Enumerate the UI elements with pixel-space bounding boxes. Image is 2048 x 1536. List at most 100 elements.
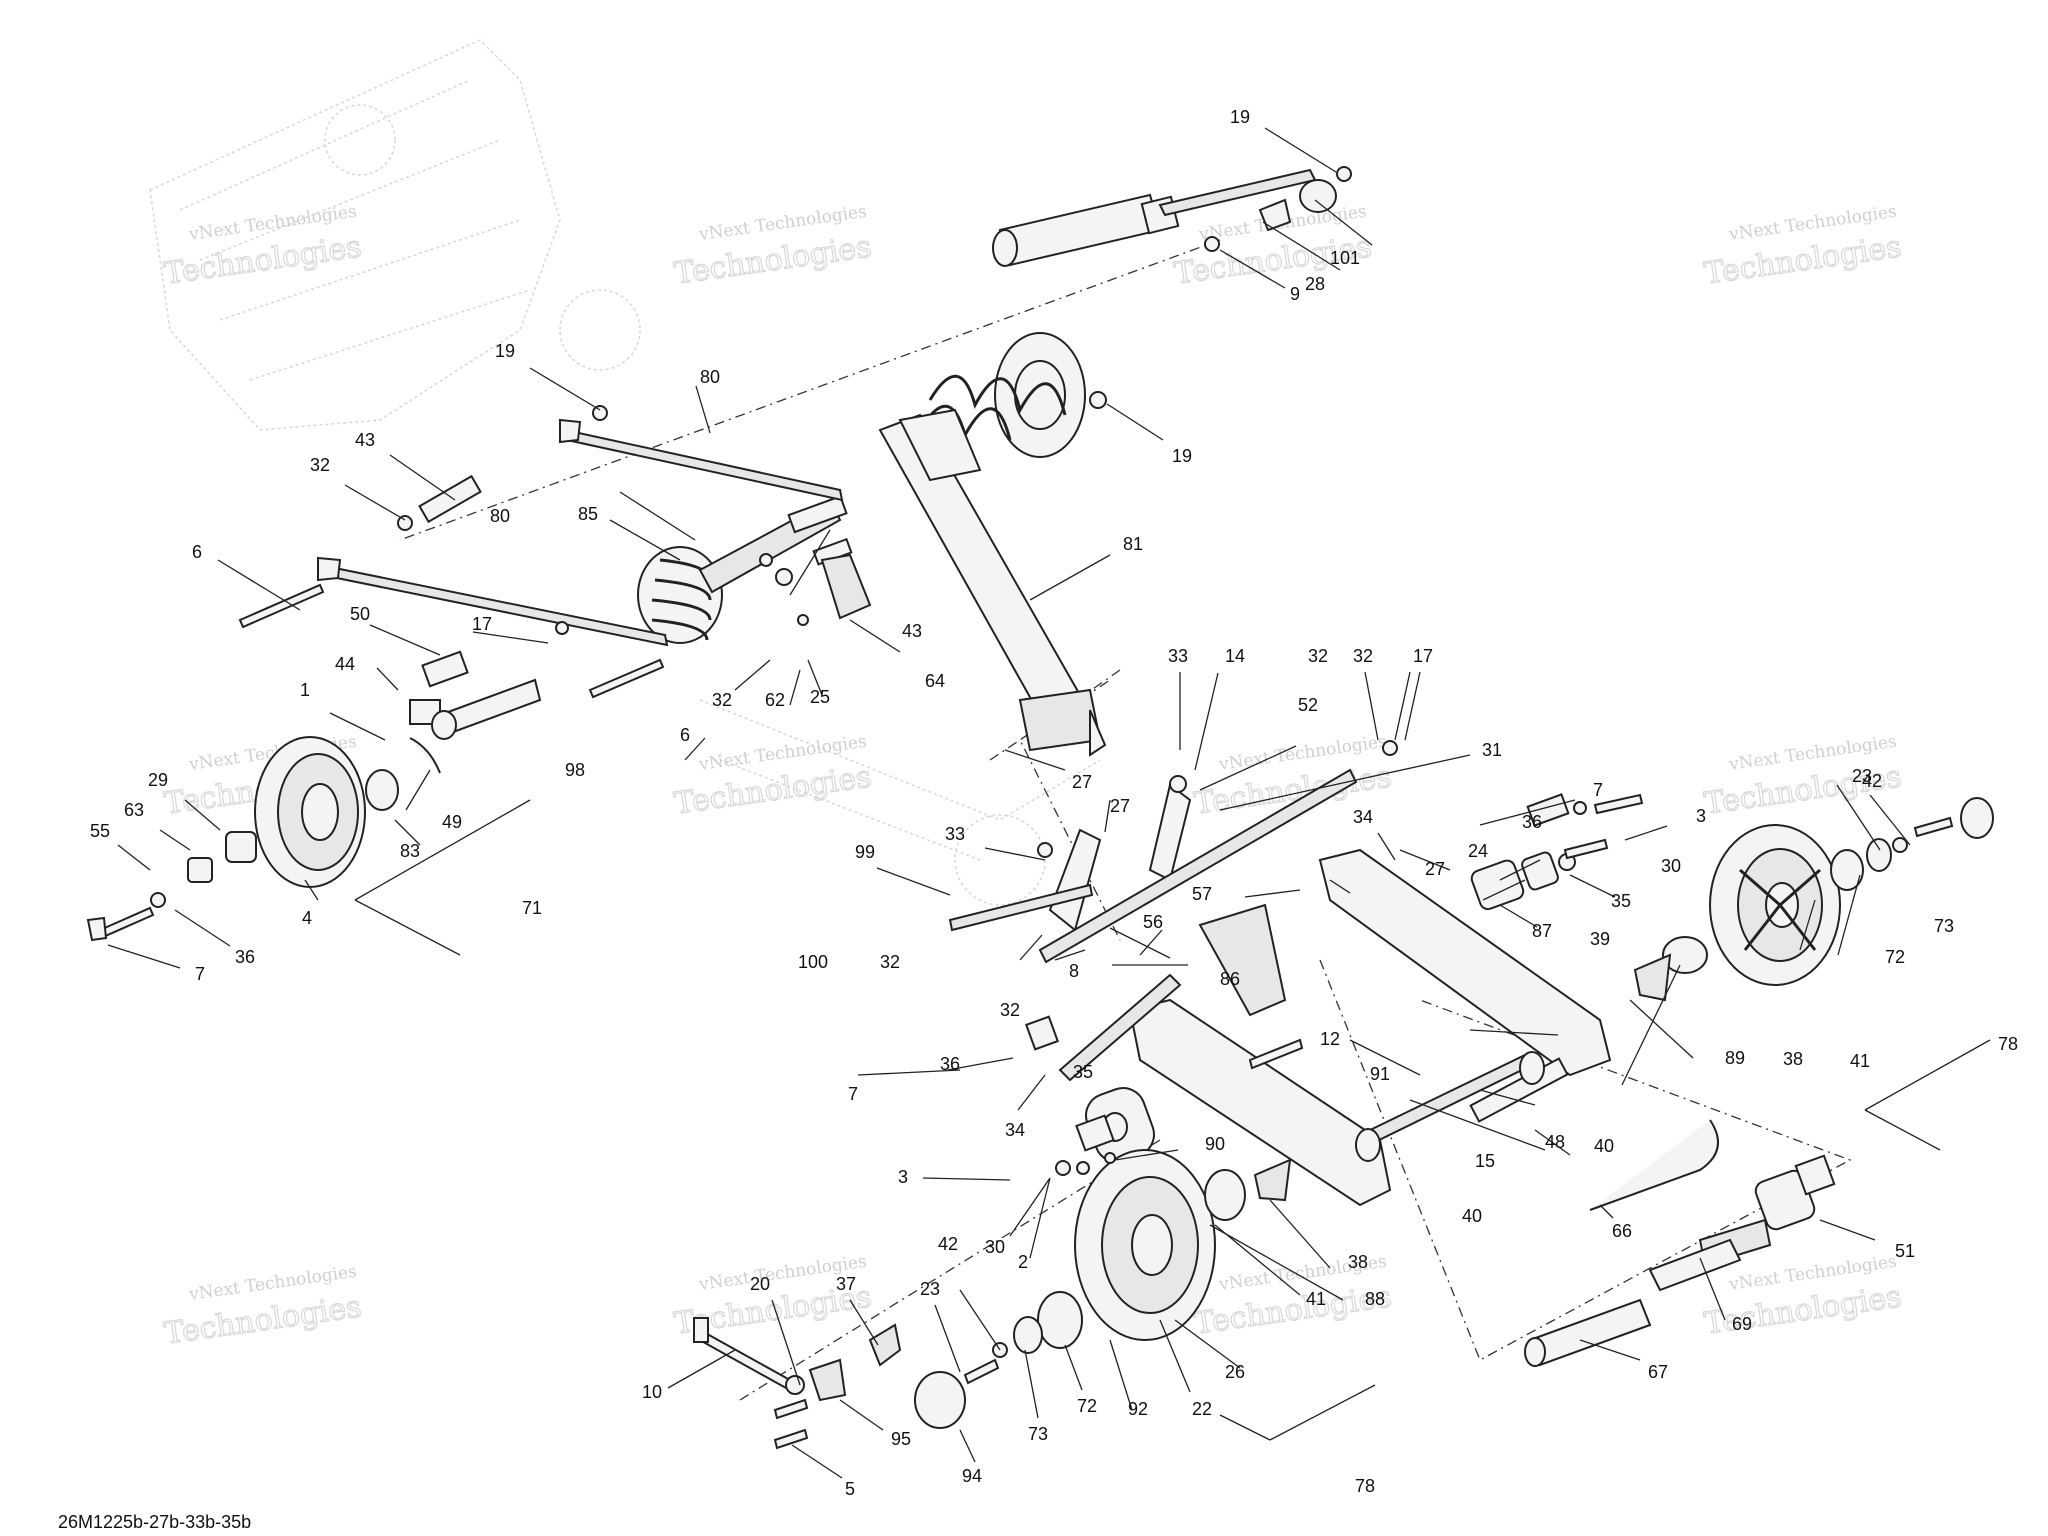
callout-10: 10 (642, 1382, 662, 1402)
watermark: vNext Technologies Technologies (162, 202, 365, 293)
callout-27: 27 (1072, 772, 1092, 792)
left-idler-wheel (86, 736, 441, 942)
callout-78: 78 (1998, 1034, 2018, 1054)
callout-36: 36 (940, 1054, 960, 1074)
callout-32: 32 (1308, 646, 1328, 666)
callout-25: 25 (810, 687, 830, 707)
callout-62: 62 (765, 690, 785, 710)
callout-8: 8 (1069, 961, 1079, 981)
callout-72: 72 (1885, 947, 1905, 967)
watermark: vNext Technologies Technologies (672, 202, 875, 293)
callout-5: 5 (845, 1479, 855, 1499)
callout-26: 26 (1225, 1362, 1245, 1382)
callout-92: 92 (1128, 1399, 1148, 1419)
callout-27: 27 (1425, 859, 1445, 879)
callout-30: 30 (1661, 856, 1681, 876)
callout-34: 34 (1353, 807, 1373, 827)
callout-88: 88 (1365, 1289, 1385, 1309)
callout-81: 81 (1123, 534, 1143, 554)
callout-44: 44 (335, 654, 355, 674)
callout-9: 9 (1290, 284, 1300, 304)
callout-29: 29 (148, 770, 168, 790)
callout-32: 32 (310, 455, 330, 475)
callout-23: 23 (920, 1279, 940, 1299)
callout-6: 6 (680, 725, 690, 745)
callout-43: 43 (902, 621, 922, 641)
lower-right-parts (1524, 1119, 1836, 1367)
callout-20: 20 (750, 1274, 770, 1294)
callout-71: 71 (522, 898, 542, 918)
callout-30: 30 (985, 1237, 1005, 1257)
callout-63: 63 (124, 800, 144, 820)
group-brackets (354, 799, 1991, 1441)
front-shock-spring (918, 332, 1107, 458)
callout-12: 12 (1320, 1029, 1340, 1049)
callout-3: 3 (898, 1167, 908, 1187)
suspension-rods (317, 418, 844, 647)
callout-56: 56 (1143, 912, 1163, 932)
callout-35: 35 (1611, 891, 1631, 911)
callout-73: 73 (1028, 1424, 1048, 1444)
callout-57: 57 (1192, 884, 1212, 904)
callout-67: 67 (1648, 1362, 1668, 1382)
callout-49: 49 (442, 812, 462, 832)
callout-101: 101 (1330, 248, 1360, 268)
callout-24: 24 (1468, 841, 1488, 861)
callout-23: 23 (1852, 766, 1872, 786)
callout-80: 80 (490, 506, 510, 526)
lower-left-parts (693, 1317, 902, 1450)
callout-69: 69 (1732, 1314, 1752, 1334)
callout-4: 4 (302, 908, 312, 928)
diagram-code: 26M1225b-27b-33b-35b (58, 1512, 251, 1532)
callout-51: 51 (1895, 1241, 1915, 1261)
callout-19: 19 (1172, 446, 1192, 466)
watermark: vNext Technologies Technologies (162, 1262, 365, 1353)
callout-32: 32 (1353, 646, 1373, 666)
left-small-parts (238, 405, 872, 740)
callout-73: 73 (1934, 916, 1954, 936)
callout-52: 52 (1298, 695, 1318, 715)
callout-86: 86 (1220, 969, 1240, 989)
right-idler-wheel (1633, 797, 1994, 1002)
callout-42: 42 (1862, 771, 1882, 791)
callout-90: 90 (1205, 1134, 1225, 1154)
callout-17: 17 (472, 614, 492, 634)
callout-64: 64 (925, 671, 945, 691)
callout-94: 94 (962, 1466, 982, 1486)
callout-1: 1 (300, 680, 310, 700)
callout-28: 28 (1305, 274, 1325, 294)
front-arm (878, 408, 1107, 757)
callout-36: 36 (235, 947, 255, 967)
callout-55: 55 (90, 821, 110, 841)
shock-absorber (992, 166, 1352, 267)
callout-33: 33 (1168, 646, 1188, 666)
callout-33: 33 (945, 824, 965, 844)
callout-43: 43 (355, 430, 375, 450)
callout-72: 72 (1077, 1396, 1097, 1416)
callout-17: 17 (1413, 646, 1433, 666)
callout-19: 19 (1230, 107, 1250, 127)
callout-34: 34 (1005, 1120, 1025, 1140)
callout-80: 80 (700, 367, 720, 387)
callout-42: 42 (938, 1234, 958, 1254)
callout-38: 38 (1348, 1252, 1368, 1272)
callout-15: 15 (1475, 1151, 1495, 1171)
callout-40: 40 (1594, 1136, 1614, 1156)
callout-98: 98 (565, 760, 585, 780)
callout-50: 50 (350, 604, 370, 624)
callout-2: 2 (1018, 1252, 1028, 1272)
torsion-spring (637, 495, 853, 644)
callout-78: 78 (1355, 1476, 1375, 1496)
callout-32: 32 (1000, 1000, 1020, 1020)
callout-35: 35 (1073, 1062, 1093, 1082)
callout-32: 32 (880, 952, 900, 972)
callout-37: 37 (836, 1274, 856, 1294)
callout-89: 89 (1725, 1048, 1745, 1068)
callout-41: 41 (1306, 1289, 1326, 1309)
callouts: 19 101 28 9 19 80 19 43 32 80 85 81 6 50… (90, 107, 2018, 1499)
callout-3: 3 (1696, 806, 1706, 826)
callout-99: 99 (855, 842, 875, 862)
callout-87: 87 (1532, 921, 1552, 941)
callout-22: 22 (1192, 1399, 1212, 1419)
